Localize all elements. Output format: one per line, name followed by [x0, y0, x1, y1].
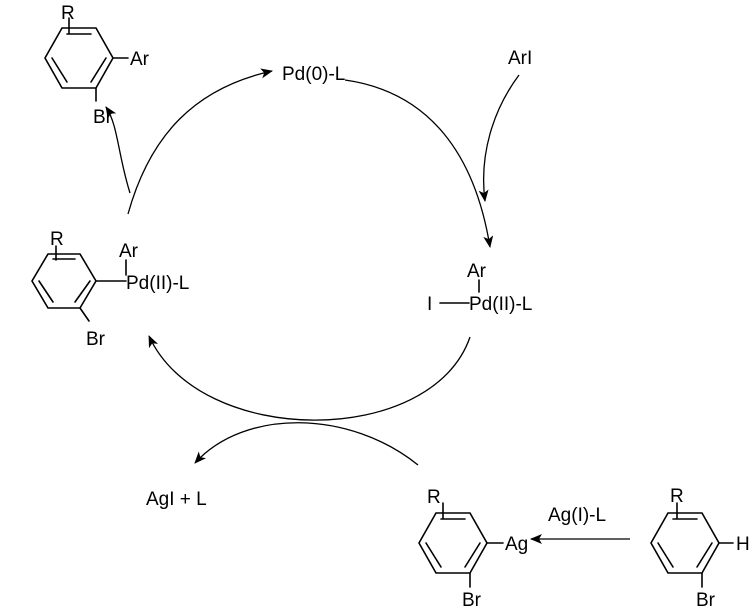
pd0-label: Pd(0)-L	[282, 64, 345, 85]
ari-input-arrow	[478, 74, 520, 202]
aryl-pd-i-iodide-label: I	[427, 294, 432, 315]
diaryl-pd-br-label: Br	[86, 329, 106, 350]
agi-release-arrow	[194, 422, 419, 466]
aryl-ag-ring-double-bonds	[425, 518, 481, 568]
aryl-pd-i-ar-label: Ar	[467, 261, 487, 282]
reductive-elimination-arrow	[127, 68, 273, 215]
aryl-pd-iodide-complex: Ar I Pd(II)-L	[427, 261, 532, 315]
diaryl-pd-br-bond	[79, 307, 90, 322]
diaryl-pd-ring-double-bonds	[38, 258, 91, 303]
substrate-h-label: H	[736, 534, 750, 555]
diaryl-pd-ring-bonds	[31, 253, 97, 309]
product-r-label: R	[61, 3, 75, 24]
transmetalation-arrow	[148, 335, 471, 421]
product-ring-bonds	[44, 27, 114, 89]
aryl-ag-ring-bonds	[418, 512, 488, 574]
ag-reagent-label: Ag(I)-L	[548, 505, 606, 526]
diaryl-pd-ar-label: Ar	[119, 241, 139, 262]
oxidative-addition-arrow	[344, 79, 494, 248]
product-release-arrow	[105, 106, 131, 194]
product-br-label: Br	[93, 107, 113, 128]
aryl-ag-ag-label: Ag	[505, 534, 528, 555]
substrate-br-label: Br	[696, 590, 716, 611]
ari-label: ArI	[508, 48, 532, 69]
aryl-silver-intermediate: R Ag Br	[418, 487, 528, 611]
substrate-ring-double-bonds	[657, 518, 713, 568]
product-molecule: R Ar Br	[44, 3, 150, 128]
diaryl-pd-complex: R Ar Pd(II)-L Br	[31, 229, 189, 350]
substrate-ring-bonds	[650, 512, 720, 574]
diaryl-pd-r-label: R	[50, 229, 64, 250]
product-ar-label: Ar	[130, 49, 150, 70]
aryl-ag-r-label: R	[427, 487, 441, 508]
agi-label: AgI + L	[146, 489, 207, 510]
aryl-pd-i-pd-label: Pd(II)-L	[469, 294, 532, 315]
bromoarene-substrate: R H Br	[650, 486, 750, 611]
aryl-ag-br-label: Br	[462, 590, 482, 611]
substrate-r-label: R	[670, 486, 684, 507]
diaryl-pd-pd-label: Pd(II)-L	[126, 273, 189, 294]
product-ring-double-bonds	[51, 33, 107, 83]
